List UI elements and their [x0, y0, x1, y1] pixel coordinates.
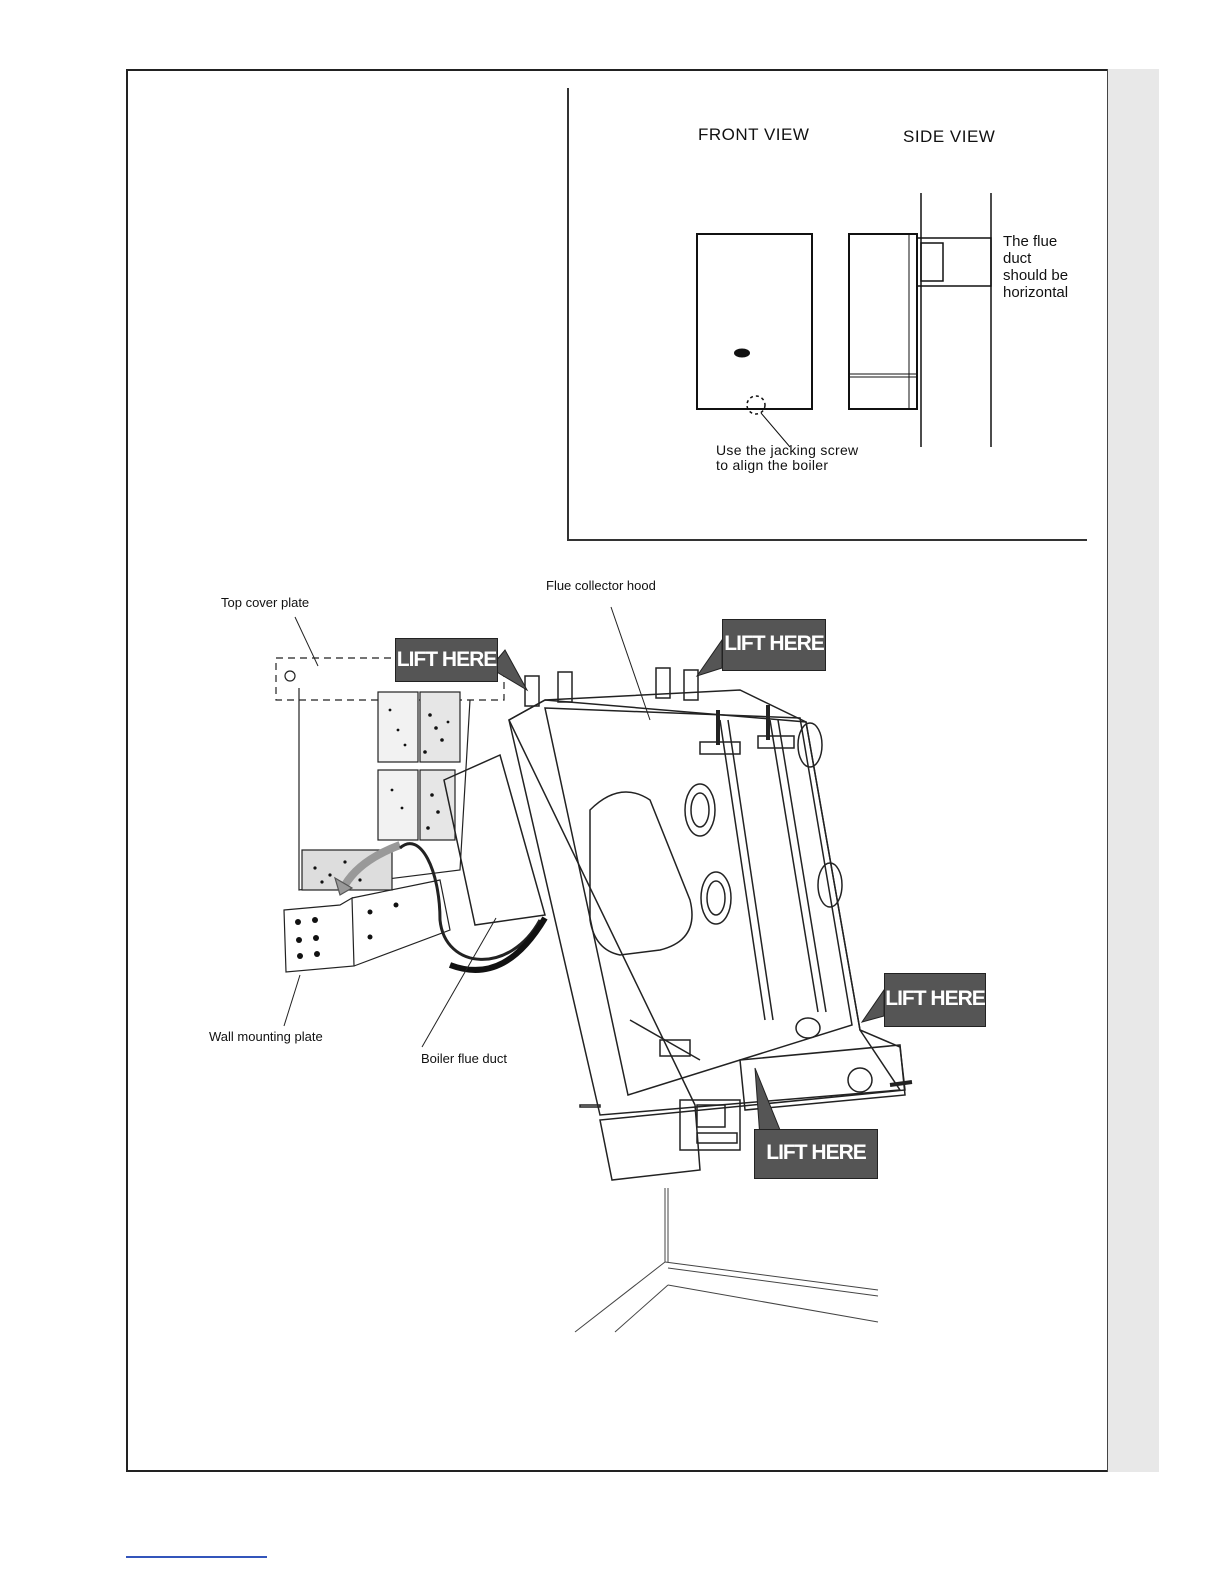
flue-note-line: duct	[1003, 250, 1068, 267]
flue-duct-note: The flue duct should be horizontal	[1003, 233, 1068, 301]
jacking-note-line: Use the jacking screw	[716, 443, 858, 458]
front-view-label: FRONT VIEW	[698, 125, 809, 145]
side-view-label: SIDE VIEW	[903, 127, 995, 147]
side-view-boiler	[849, 193, 991, 447]
jacking-screw-note: Use the jacking screw to align the boile…	[716, 443, 858, 473]
flue-note-line: horizontal	[1003, 284, 1068, 301]
jacking-note-line: to align the boiler	[716, 458, 858, 473]
flue-note-line: should be	[1003, 267, 1068, 284]
lift-here-badge-right: LIFT HERE	[884, 973, 986, 1027]
footer-link-underline	[126, 1556, 267, 1558]
wall-mounting-plate-label: Wall mounting plate	[209, 1029, 323, 1044]
top-cover-plate-label: Top cover plate	[221, 595, 309, 610]
lift-here-badge-bottom: LIFT HERE	[754, 1129, 878, 1179]
boiler-body	[444, 668, 912, 1180]
flue-note-line: The flue	[1003, 233, 1068, 250]
flue-collector-hood-label: Flue collector hood	[546, 578, 656, 593]
floor-corner	[575, 1188, 878, 1332]
front-view-boiler	[697, 234, 812, 447]
lift-here-badge-top-right: LIFT HERE	[722, 619, 826, 671]
lift-here-badge-top-left: LIFT HERE	[395, 638, 498, 682]
wall-section	[276, 658, 545, 972]
boiler-flue-duct-label: Boiler flue duct	[421, 1051, 507, 1066]
